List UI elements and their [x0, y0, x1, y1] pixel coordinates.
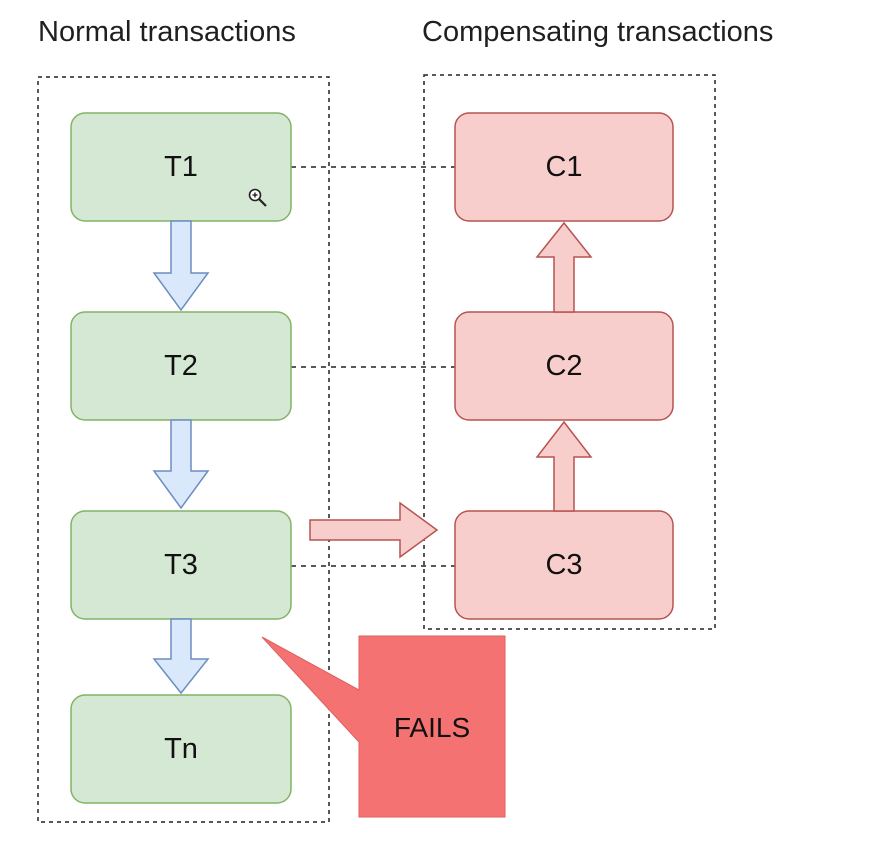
fails-label: FAILS: [393, 712, 471, 743]
zoom-cursor-icon: [248, 188, 267, 207]
compensating-transactions-container: [423, 74, 716, 630]
c2-label: C2: [545, 349, 583, 382]
arrow-up-c3-c2: [535, 420, 593, 512]
t1-label: T1: [164, 150, 198, 183]
normal-transactions-heading: Normal transactions: [38, 16, 296, 48]
c1-label: C1: [545, 150, 583, 183]
arrow-right-t3-c3: [309, 501, 439, 559]
compensating-transactions-heading: Compensating transactions: [422, 16, 774, 48]
c3-label: C3: [545, 548, 583, 581]
c1-box: [454, 112, 674, 222]
arrow-down-t3-tn: [152, 618, 210, 695]
t2-label: T2: [164, 349, 198, 382]
arrow-down-t1-t2: [152, 220, 210, 312]
fails-callout: [261, 635, 506, 818]
tn-box: [70, 694, 292, 804]
tn-label: Tn: [164, 732, 198, 765]
arrow-down-t2-t3: [152, 419, 210, 510]
normal-transactions-container: [37, 76, 330, 823]
arrow-up-c2-c1: [535, 221, 593, 313]
t3-label: T3: [164, 548, 198, 581]
